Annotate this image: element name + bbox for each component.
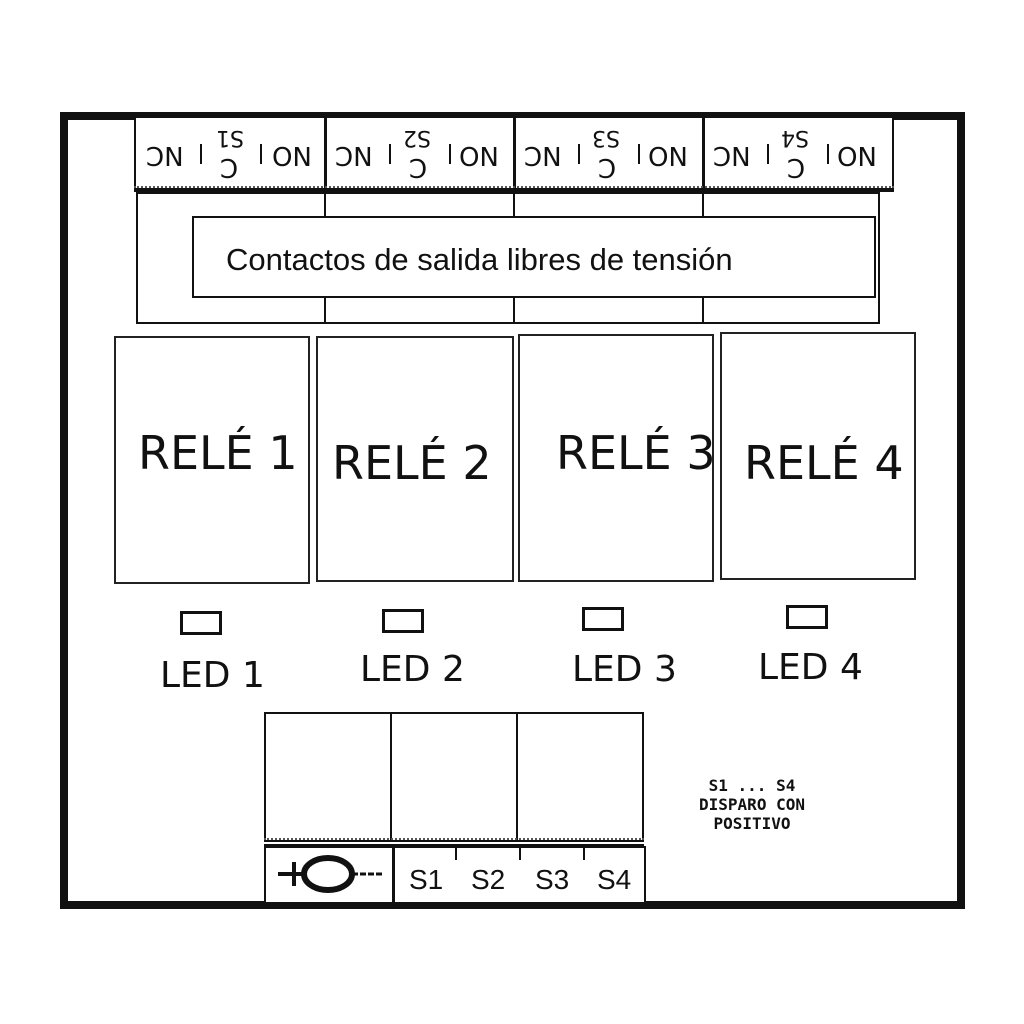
terminal-c-label: C — [598, 152, 617, 182]
terminal-s-label: S1 — [216, 125, 244, 150]
led-4-indicator — [786, 605, 828, 629]
relay-label: RELÉ 3 — [556, 426, 716, 480]
terminal-group-2: NC C S2 NO — [327, 120, 513, 188]
terminal-group-divider — [702, 118, 705, 190]
trigger-note-line2: DISPARO CON — [699, 795, 805, 814]
terminal-nc-label: NC — [335, 140, 373, 170]
terminal-nc-label: NC — [524, 140, 562, 170]
output-board — [136, 192, 880, 324]
terminal-no-label: NO — [459, 140, 499, 170]
terminal-c-label: C — [787, 152, 806, 182]
title-text: Contactos de salida libres de tensión — [226, 242, 733, 277]
terminal-group-3: NC C S3 NO — [516, 120, 702, 188]
input-terminal-rail — [264, 838, 644, 846]
terminal-s-label: S3 — [592, 125, 620, 150]
terminal-separator — [200, 144, 202, 164]
input-s4-label: S4 — [597, 864, 632, 895]
input-terminal-separator — [519, 846, 521, 860]
relay-3: RELÉ 3 — [518, 334, 716, 582]
relay-label: RELÉ 2 — [332, 436, 492, 490]
terminal-c-label: C — [409, 152, 428, 182]
led-3-indicator — [582, 607, 624, 631]
led-3-label: LED 3 — [572, 649, 677, 690]
input-terminal-separator — [455, 846, 457, 860]
led-2-indicator — [382, 609, 424, 633]
terminal-separator — [389, 144, 391, 164]
title-box: Contactos de salida libres de tensión — [192, 216, 876, 298]
led-2-label: LED 2 — [360, 649, 465, 690]
common-terminal-icon — [278, 855, 384, 893]
input-terminal-separator — [583, 846, 585, 860]
terminal-group-4: NC C S4 NO — [705, 120, 892, 188]
relay-1: RELÉ 1 — [114, 336, 310, 584]
led-1-label: LED 1 — [160, 655, 265, 696]
terminal-rail — [134, 186, 894, 192]
terminal-group-divider — [513, 118, 516, 190]
relay-4: RELÉ 4 — [720, 332, 916, 580]
terminal-group-divider — [324, 118, 327, 190]
terminal-separator — [638, 144, 640, 164]
input-s3-label: S3 — [535, 864, 570, 895]
relay-label: RELÉ 4 — [744, 436, 904, 490]
input-terminal-labels: S1 S2 S3 S4 — [395, 846, 645, 902]
terminal-separator — [449, 144, 451, 164]
terminal-nc-label: NC — [713, 140, 751, 170]
terminal-separator — [827, 144, 829, 164]
terminal-no-label: NO — [272, 140, 312, 170]
terminal-s-label: S2 — [403, 125, 431, 150]
input-terminal-block — [264, 712, 644, 842]
terminal-nc-label: NC — [146, 140, 184, 170]
terminal-group-1: NC C S1 NO — [136, 120, 324, 188]
trigger-note-line1: S1 ... S4 — [708, 776, 796, 795]
relay-2: RELÉ 2 — [316, 336, 514, 582]
trigger-note-line3: POSITIVO — [713, 814, 791, 833]
input-block-divider — [390, 712, 392, 840]
relay-label: RELÉ 1 — [138, 426, 298, 480]
terminal-separator — [578, 144, 580, 164]
terminal-no-label: NO — [648, 140, 688, 170]
terminal-no-label: NO — [837, 140, 877, 170]
led-1-indicator — [180, 611, 222, 635]
terminal-separator — [260, 144, 262, 164]
terminal-separator — [767, 144, 769, 164]
input-block-divider — [516, 712, 518, 840]
input-strip-divider — [392, 846, 395, 902]
terminal-s-label: S4 — [781, 125, 809, 150]
led-4-label: LED 4 — [758, 647, 863, 688]
device-panel — [60, 112, 965, 909]
input-s1-label: S1 — [409, 864, 444, 895]
trigger-note: S1 ... S4 DISPARO CON POSITIVO — [666, 776, 838, 833]
input-s2-label: S2 — [471, 864, 506, 895]
terminal-c-label: C — [220, 152, 239, 182]
